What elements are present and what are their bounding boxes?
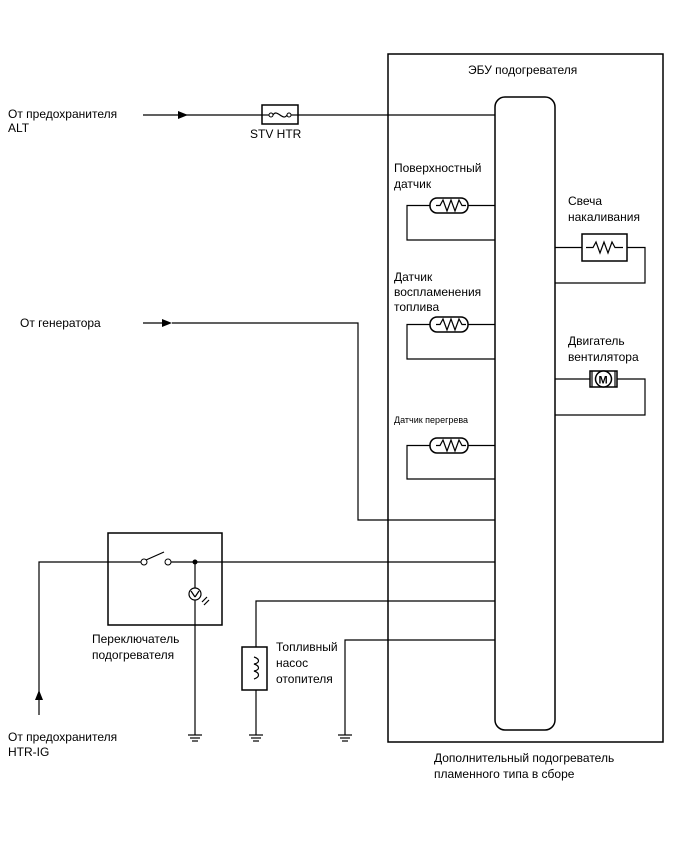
overheat-sensor-label: Датчик перегрева	[394, 415, 468, 425]
ignition-sensor-label-line2: воспламенения	[394, 285, 481, 299]
heater-switch-contacts	[38, 551, 495, 715]
motor-symbol: M	[599, 375, 608, 387]
heater-switch-box	[107, 532, 223, 626]
ecu-ground-wire	[344, 639, 495, 735]
surface-sensor-label-line1: Поверхностный	[394, 161, 482, 175]
fan-motor-label-line2: вентилятора	[568, 350, 639, 364]
fan-motor-icon: M	[589, 370, 618, 388]
overheat-sensor-wire	[406, 444, 495, 480]
source-htrig-label-line1: От предохранителя	[8, 730, 117, 744]
arrow-right-icon	[178, 111, 188, 119]
ecu-title: ЭБУ подогревателя	[468, 63, 577, 77]
ground-icon	[338, 734, 352, 742]
ignition-sensor-thermistor-icon	[429, 316, 469, 333]
fuel-pump-label-line2: насос	[276, 656, 308, 670]
arrow-up-icon	[35, 690, 43, 700]
fan-motor-label-line1: Двигатель	[568, 334, 625, 348]
heater-assembly-box	[387, 53, 664, 743]
alt-supply-line: От предохранителя ALT	[8, 107, 495, 135]
source-generator-label: От генератора	[20, 316, 101, 330]
surface-sensor-thermistor-icon	[429, 197, 469, 214]
fuel-pump-label-line3: отопителя	[276, 672, 333, 686]
fuel-pump-label-line1: Топливный	[276, 640, 338, 654]
generator-wire	[172, 322, 495, 521]
surface-sensor-label-line2: датчик	[394, 177, 432, 191]
fuel-pump-coil-icon	[241, 646, 268, 691]
source-alt-label-line2: ALT	[8, 121, 30, 135]
assembly-label-line1: Дополнительный подогреватель	[434, 751, 614, 765]
heater-switch-label-line1: Переключатель	[92, 632, 179, 646]
fuse-stv-htr	[261, 104, 299, 125]
ecu-bar	[494, 96, 556, 731]
source-alt-label-line1: От предохранителя	[8, 107, 117, 121]
ground-icon	[188, 734, 202, 742]
fan-motor-wire	[555, 378, 646, 416]
ground-icon	[249, 734, 263, 742]
glow-plug-resistor-icon	[581, 233, 628, 262]
ignition-sensor-wire	[406, 323, 495, 360]
ignition-sensor-label-line1: Датчик	[394, 270, 433, 284]
source-htrig-label-line2: HTR-IG	[8, 745, 49, 759]
assembly-label-line2: пламенного типа в сборе	[434, 767, 575, 781]
heater-switch-label-line2: подогревателя	[92, 648, 174, 662]
overheat-sensor-thermistor-icon	[429, 437, 469, 454]
ignition-sensor-label-line3: топлива	[394, 300, 439, 314]
arrow-right-icon	[162, 319, 172, 327]
glow-plug-label-line1: Свеча	[568, 194, 602, 208]
fuel-pump-wire-top	[255, 600, 495, 647]
surface-sensor-wire	[406, 204, 495, 241]
indicator-lamp-icon	[188, 587, 210, 606]
glow-plug-wire	[555, 246, 646, 284]
glow-plug-label-line2: накаливания	[568, 210, 640, 224]
fuse-label: STV HTR	[250, 127, 302, 141]
